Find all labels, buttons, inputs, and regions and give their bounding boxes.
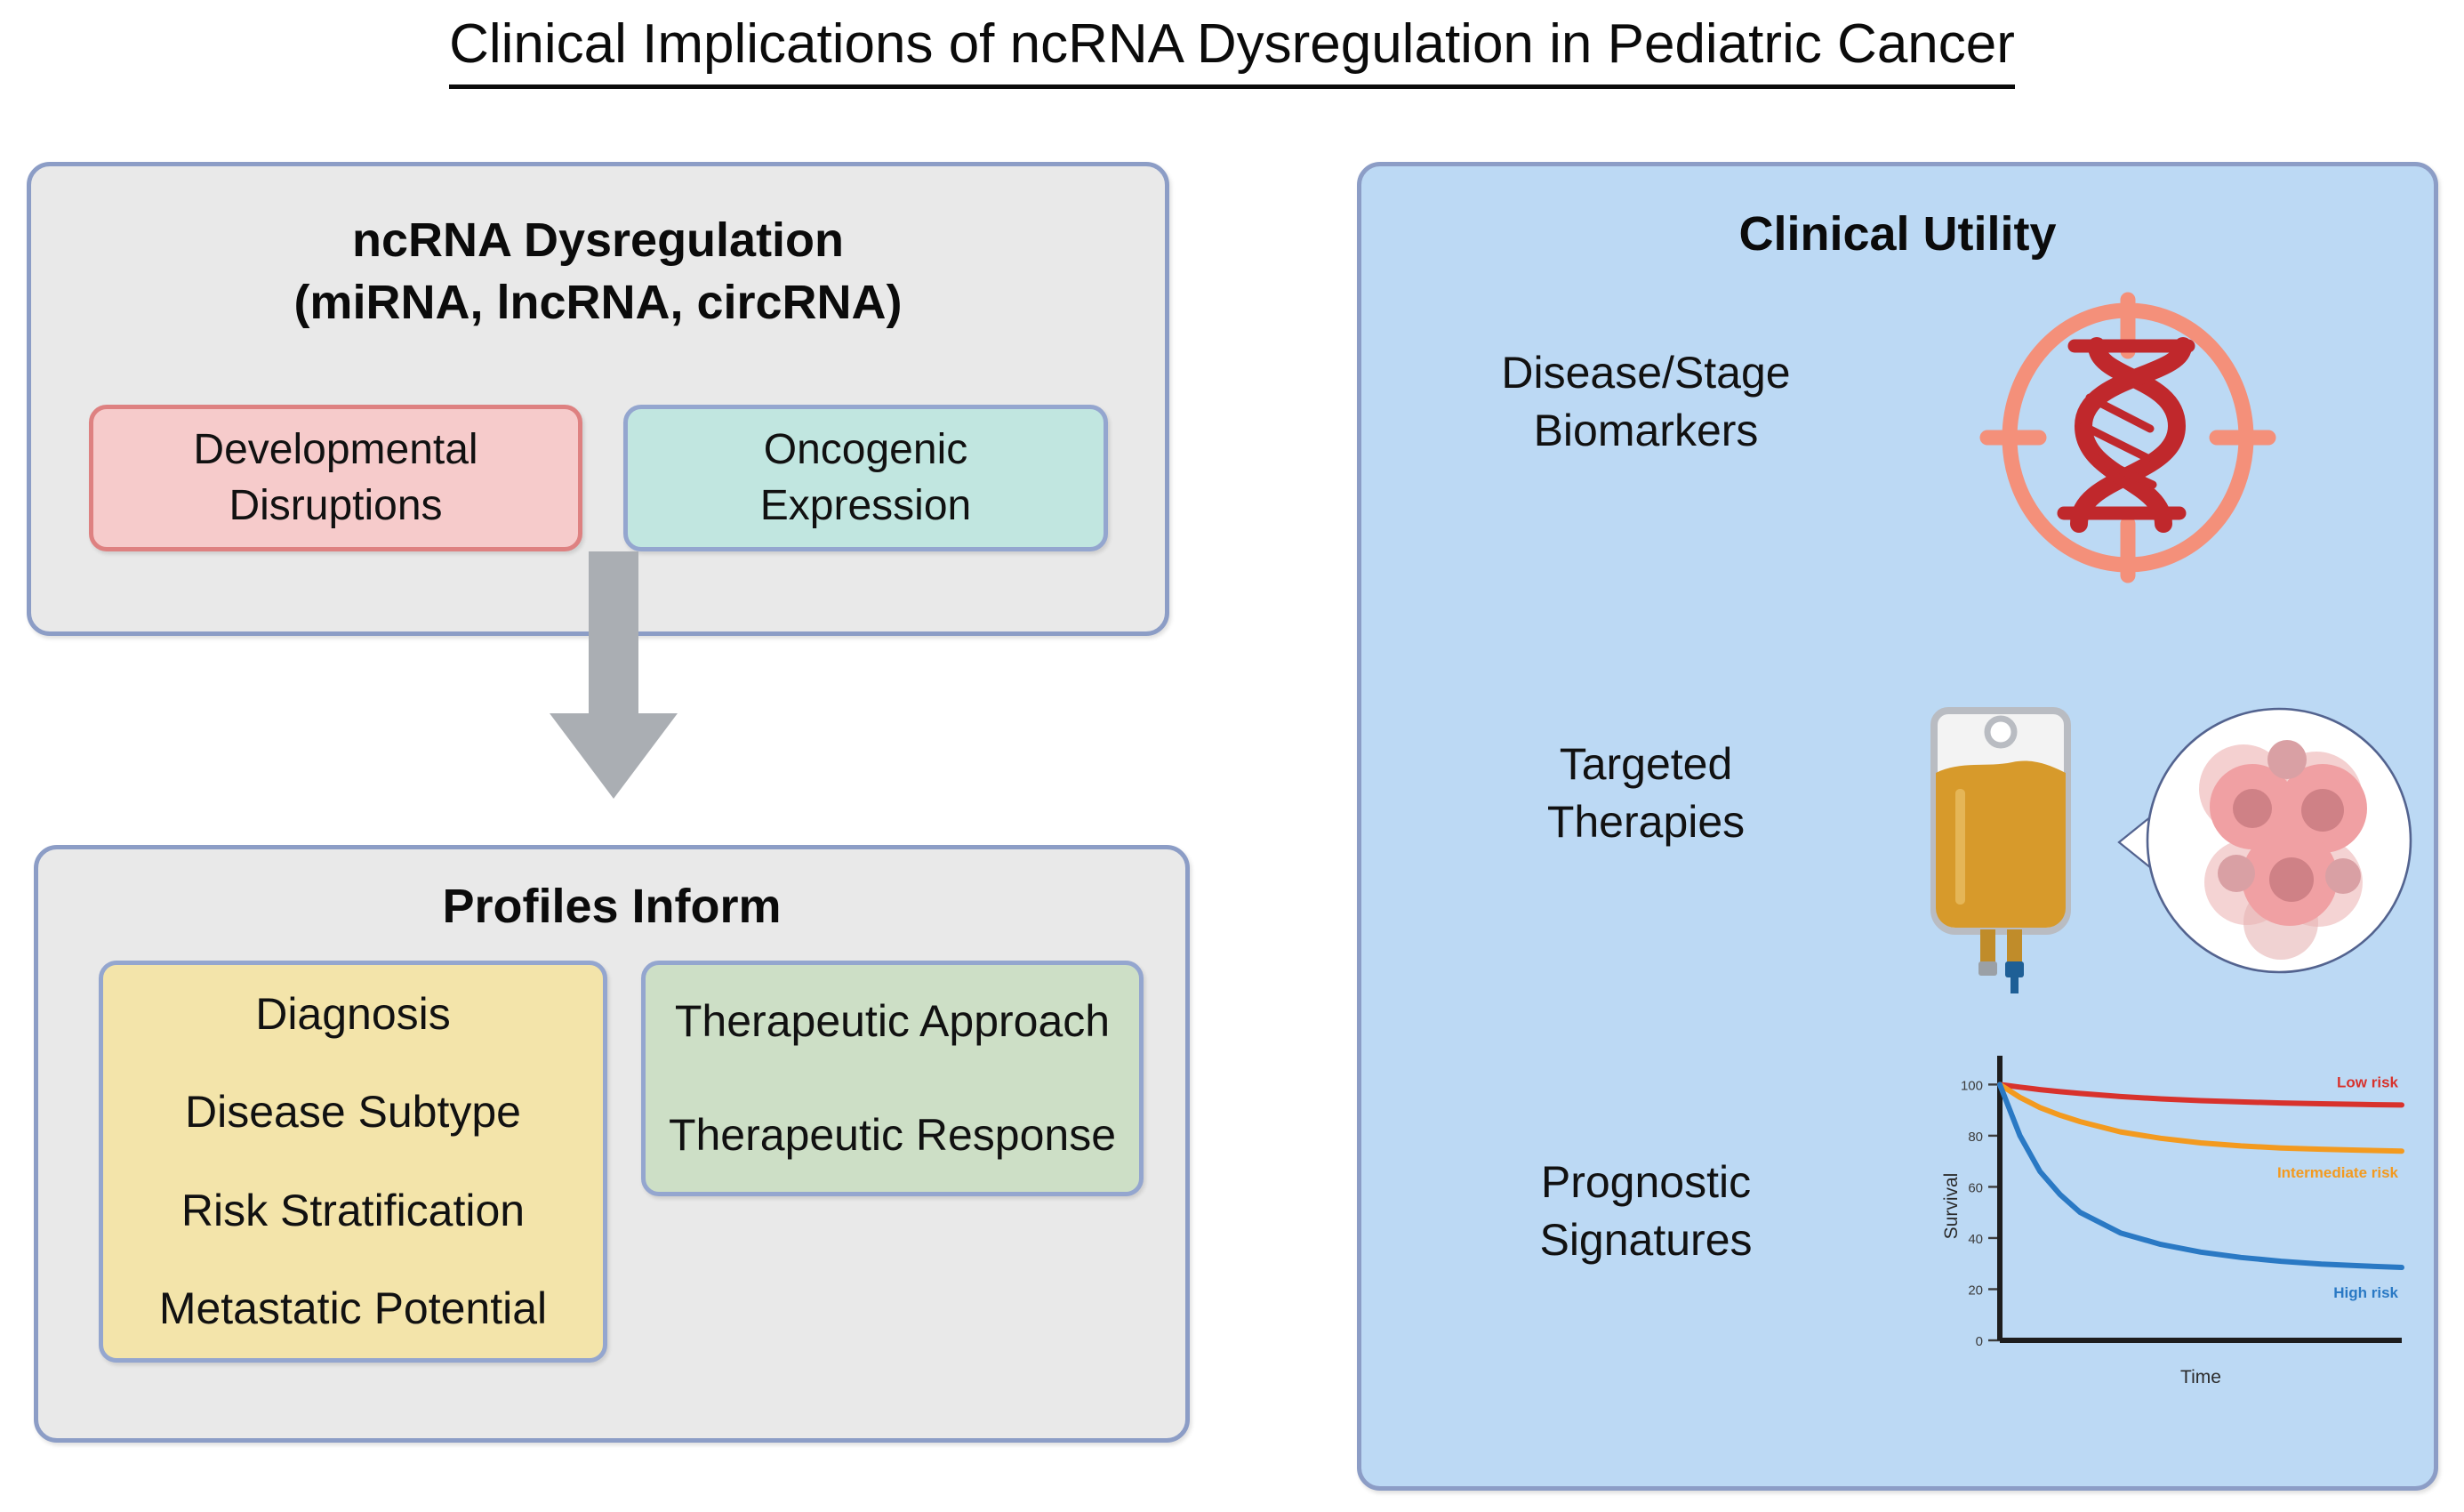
profile-item-disease-subtype: Disease Subtype [184,1087,521,1138]
label-disease-stage-biomarkers-line2: Biomarkers [1533,406,1759,455]
chip-developmental-disruptions[interactable]: Developmental Disruptions [89,405,582,551]
label-prognostic-signatures: Prognostic Signatures [1397,1154,1895,1269]
label-targeted-therapies-line1: Targeted [1559,739,1733,789]
svg-text:40: 40 [1968,1232,1983,1247]
svg-text:Time: Time [2180,1367,2221,1387]
figure-title: Clinical Implications of ncRNA Dysregula… [0,12,2464,89]
svg-text:0: 0 [1976,1334,1983,1349]
profile-item-risk-stratification: Risk Stratification [181,1185,526,1235]
svg-text:100: 100 [1961,1078,1983,1093]
ncrna-dysregulation-heading-line2: (miRNA, lncRNA, circRNA) [293,276,903,330]
iv-bag-tumor-cells-icon [1930,707,2412,993]
profiles-inform-panel: Profiles Inform Diagnosis Disease Subtyp… [34,845,1190,1443]
clinical-utility-panel: Clinical Utility Disease/Stage Biomarker… [1357,162,2438,1491]
svg-text:60: 60 [1968,1180,1983,1195]
label-targeted-therapies: Targeted Therapies [1397,736,1895,851]
label-targeted-therapies-line2: Therapies [1546,797,1746,847]
profile-item-diagnosis: Diagnosis [255,988,451,1039]
profile-item-therapeutic-approach: Therapeutic Approach [674,996,1111,1047]
dna-target-crosshair-icon [1979,292,2276,583]
label-disease-stage-biomarkers: Disease/Stage Biomarkers [1397,344,1895,460]
svg-text:High risk: High risk [2333,1284,2398,1301]
profiles-inform-heading: Profiles Inform [442,880,782,933]
label-prognostic-signatures-line1: Prognostic [1540,1157,1752,1207]
chip-developmental-disruptions-line2: Disruptions [229,481,443,529]
label-disease-stage-biomarkers-line1: Disease/Stage [1501,348,1791,398]
down-arrow-icon [550,551,678,799]
figure-title-text: Clinical Implications of ncRNA Dysregula… [449,12,2015,89]
label-prognostic-signatures-line2: Signatures [1539,1215,1753,1265]
svg-text:Survival: Survival [1941,1173,1962,1240]
chip-oncogenic-expression-line2: Expression [759,481,972,529]
svg-text:80: 80 [1968,1130,1983,1145]
chip-developmental-disruptions-line1: Developmental [193,426,478,474]
chip-oncogenic-expression-line1: Oncogenic [763,426,968,474]
svg-text:Low risk: Low risk [2337,1074,2399,1090]
svg-text:20: 20 [1968,1283,1983,1298]
ncrna-dysregulation-heading-line1: ncRNA Dysregulation [351,213,845,267]
ncrna-dysregulation-panel: ncRNA Dysregulation (miRNA, lncRNA, circ… [27,162,1169,636]
svg-text:Intermediate risk: Intermediate risk [2277,1164,2399,1181]
chip-oncogenic-expression[interactable]: Oncogenic Expression [623,405,1108,551]
ncrna-dysregulation-heading: ncRNA Dysregulation (miRNA, lncRNA, circ… [31,209,1165,334]
clinical-utility-heading: Clinical Utility [1738,207,2057,261]
profile-item-metastatic-potential: Metastatic Potential [158,1283,548,1334]
profile-item-therapeutic-response: Therapeutic Response [668,1109,1117,1160]
chip-clinical-profile[interactable]: Diagnosis Disease Subtype Risk Stratific… [99,961,607,1363]
chip-therapeutic-profile[interactable]: Therapeutic Approach Therapeutic Respons… [641,961,1144,1196]
